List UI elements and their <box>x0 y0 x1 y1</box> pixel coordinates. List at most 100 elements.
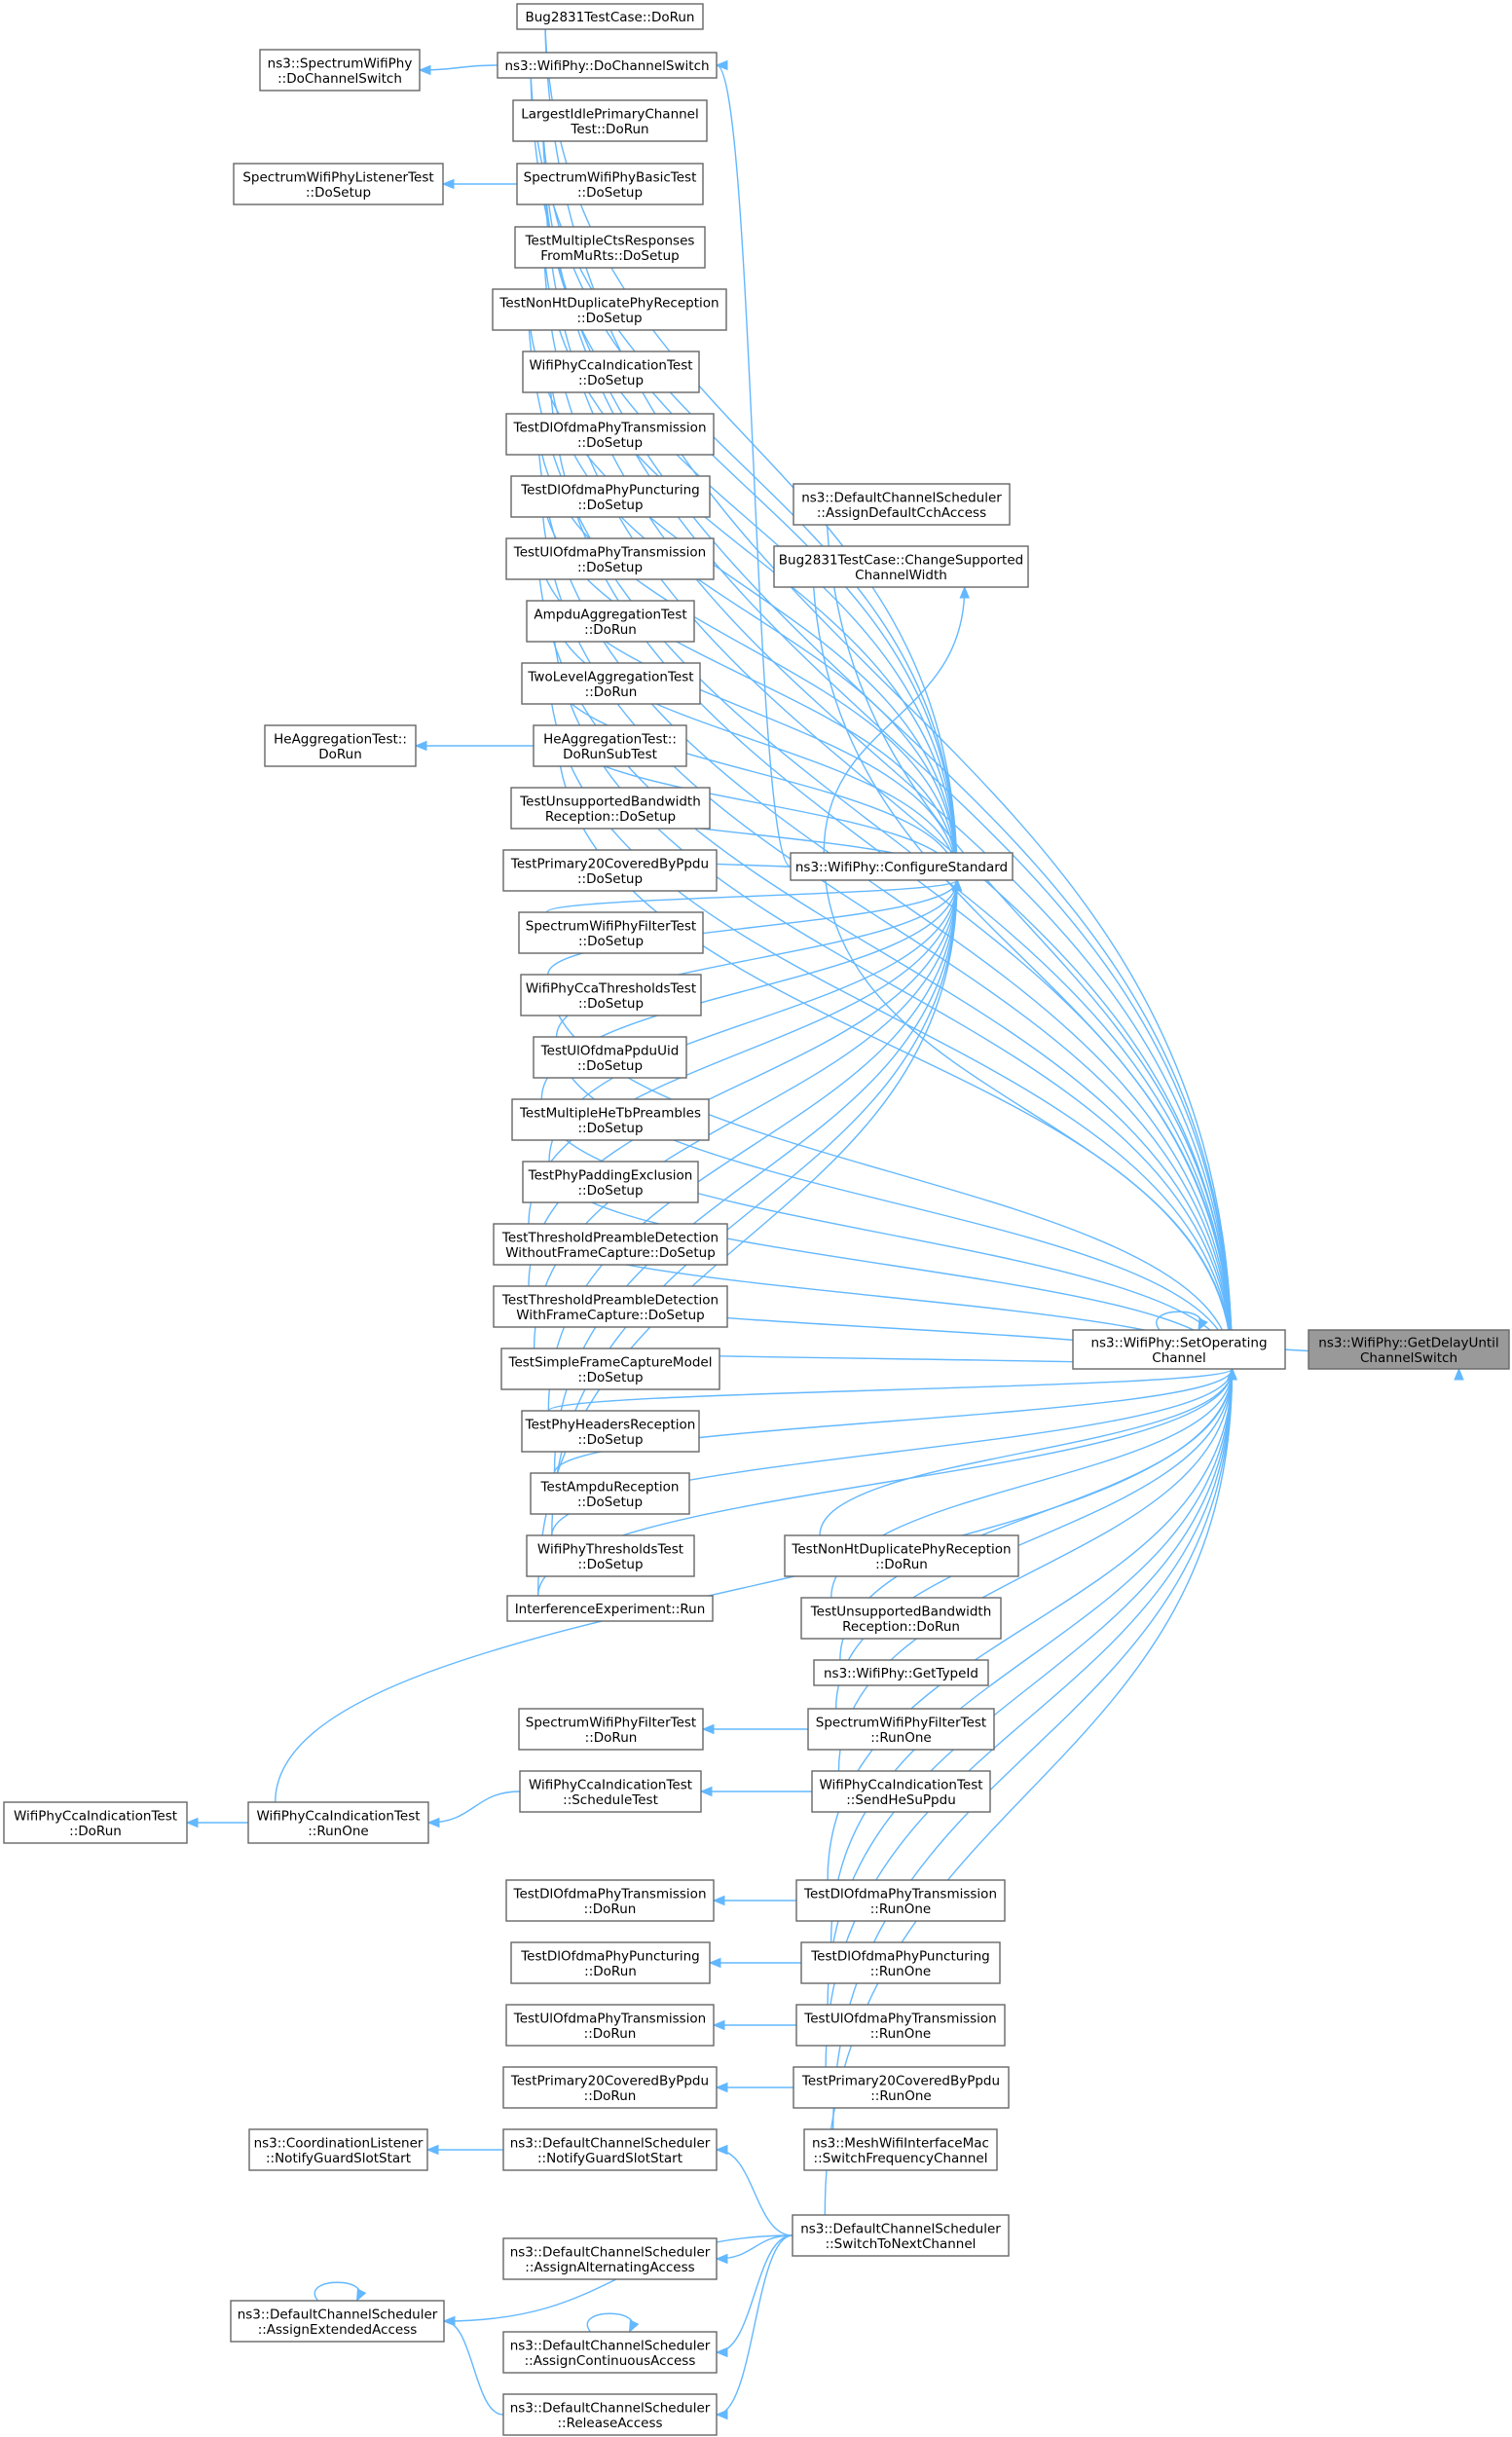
node-spec-dochsw[interactable]: ns3::SpectrumWifiPhy::DoChannelSwitch <box>259 49 421 92</box>
node-ultx-runone[interactable]: TestUlOfdmaPhyTransmission::RunOne <box>795 2004 1006 2047</box>
node-label: HeAggregationTest:: <box>274 731 407 747</box>
node-dcs-cont[interactable]: ns3::DefaultChannelScheduler::AssignCont… <box>502 2331 718 2374</box>
node-mesh-switch[interactable]: ns3::MeshWifiInterfaceMac::SwitchFrequen… <box>803 2128 998 2171</box>
node-specfilter-setup[interactable]: SpectrumWifiPhyFilterTest::DoSetup <box>518 911 704 954</box>
node-bug-run[interactable]: Bug2831TestCase::DoRun <box>516 3 704 30</box>
node-specfilter-runone[interactable]: SpectrumWifiPhyFilterTest::RunOne <box>807 1708 995 1751</box>
node-label: WifiPhyCcaThresholdsTest <box>526 980 696 996</box>
node-box <box>522 351 700 393</box>
node-label: ::AssignContinuousAccess <box>525 2353 696 2369</box>
node-label: ::DoRun <box>584 2026 637 2042</box>
node-gettypeid[interactable]: ns3::WifiPhy::GetTypeId <box>813 1659 989 1686</box>
node-label: WifiPhyCcaIndicationTest <box>529 1777 692 1792</box>
node-label: ns3::WifiPhy::DoChannelSwitch <box>504 58 709 74</box>
node-dltx-runone[interactable]: TestDlOfdmaPhyTransmission::RunOne <box>795 1879 1006 1922</box>
edge-arrowhead <box>951 878 963 892</box>
node-label: WifiPhyThresholdsTest <box>537 1541 683 1557</box>
edge-arrowhead <box>442 2315 456 2327</box>
edge-specfilter-runone-to-setop <box>834 1368 1234 1710</box>
node-simplecap-setup[interactable]: TestSimpleFrameCaptureModel::DoSetup <box>500 1348 720 1390</box>
node-config[interactable]: ns3::WifiPhy::ConfigureStandard <box>790 852 1014 881</box>
node-multicts[interactable]: TestMultipleCtsResponsesFromMuRts::DoSet… <box>514 226 706 269</box>
node-dlpunct-runone[interactable]: TestDlOfdmaPhyPuncturing::RunOne <box>800 1941 1001 1984</box>
node-speclistener[interactable]: SpectrumWifiPhyListenerTest::DoSetup <box>233 163 444 205</box>
node-dlpunct-setup[interactable]: TestDlOfdmaPhyPuncturing::DoSetup <box>510 475 711 518</box>
node-assigncch[interactable]: ns3::DefaultChannelScheduler::AssignDefa… <box>793 483 1011 526</box>
node-heagg-run[interactable]: HeAggregationTest::DoRun <box>264 724 417 767</box>
edge-thrwo-setup-to-config <box>528 879 958 1225</box>
node-cca-setup[interactable]: WifiPhyCcaIndicationTest::DoSetup <box>522 351 700 393</box>
node-box <box>497 52 718 79</box>
node-label: ns3::CoordinationListener <box>254 2135 424 2151</box>
node-dcs-ext[interactable]: ns3::DefaultChannelScheduler::AssignExte… <box>230 2300 445 2343</box>
node-label: WithFrameCapture::DoSetup <box>516 1308 704 1323</box>
node-headers-setup[interactable]: TestPhyHeadersReception::DoSetup <box>521 1410 700 1453</box>
node-cca-runone[interactable]: WifiPhyCcaIndicationTest::RunOne <box>247 1801 429 1844</box>
node-label: ns3::DefaultChannelScheduler <box>238 2307 438 2322</box>
node-cca-sendhe[interactable]: WifiPhyCcaIndicationTest::SendHeSuPpdu <box>811 1770 991 1813</box>
node-ulppdu-setup[interactable]: TestUlOfdmaPpduUid::DoSetup <box>533 1036 687 1079</box>
node-multihetb-setup[interactable]: TestMultipleHeTbPreambles::DoSetup <box>511 1098 710 1141</box>
node-padding-setup[interactable]: TestPhyPaddingExclusion::DoSetup <box>522 1161 699 1203</box>
edge-thresholds-setup-to-config <box>551 879 958 1536</box>
node-box <box>518 1708 704 1751</box>
node-thrw-setup[interactable]: TestThresholdPreambleDetectionWithFrameC… <box>493 1285 728 1328</box>
edge-arrowhead <box>426 1817 440 1828</box>
node-bug-change[interactable]: Bug2831TestCase::ChangeSupportedChannelW… <box>773 545 1029 588</box>
node-label: DoRunSubTest <box>563 747 657 762</box>
node-box <box>502 2393 718 2436</box>
node-label: ns3::DefaultChannelScheduler <box>801 490 1002 505</box>
node-unsupbw-setup[interactable]: TestUnsupportedBandwidthReception::DoSet… <box>510 787 711 830</box>
edge-dcs-cont-to-dcs-cont <box>586 2312 634 2333</box>
node-ccathr-setup[interactable]: WifiPhyCcaThresholdsTest::DoSetup <box>520 974 702 1016</box>
node-label: ns3::WifiPhy::GetDelayUntil <box>1318 1335 1498 1350</box>
node-cca-sched[interactable]: WifiPhyCcaIndicationTest::ScheduleTest <box>519 1770 702 1813</box>
node-ultx-setup[interactable]: TestUlOfdmaPhyTransmission::DoSetup <box>505 537 715 580</box>
node-nonht-setup[interactable]: TestNonHtDuplicatePhyReception::DoSetup <box>492 288 727 331</box>
edge-multihetb-setup-to-setop <box>540 1098 1234 1370</box>
node-box <box>516 163 704 205</box>
node-interf-run[interactable]: InterferenceExperiment::Run <box>506 1595 714 1622</box>
node-label: Reception::DoRun <box>842 1619 960 1635</box>
node-prim20-setup[interactable]: TestPrimary20CoveredByPpdu::DoSetup <box>502 849 718 892</box>
node-heagg-sub[interactable]: HeAggregationTest::DoRunSubTest <box>533 724 687 767</box>
node-label: ::AssignDefaultCchAccess <box>817 505 986 521</box>
node-label: ::NotifyGuardSlotStart <box>266 2151 411 2166</box>
node-thrwo-setup[interactable]: TestThresholdPreambleDetectionWithoutFra… <box>493 1223 728 1266</box>
node-prim20-run[interactable]: TestPrimary20CoveredByPpdu::DoRun <box>502 2066 718 2109</box>
node-box <box>230 2300 445 2343</box>
node-box <box>811 1770 991 1813</box>
node-dcs-guard[interactable]: ns3::DefaultChannelScheduler::NotifyGuar… <box>502 2128 718 2171</box>
node-specbasic[interactable]: SpectrumWifiPhyBasicTest::DoSetup <box>516 163 704 205</box>
node-specfilter-run[interactable]: SpectrumWifiPhyFilterTest::DoRun <box>518 1708 704 1751</box>
node-twolevel[interactable]: TwoLevelAggregationTest::DoRun <box>521 662 701 705</box>
node-label: Bug2831TestCase::ChangeSupported <box>779 552 1023 568</box>
node-coord-guard[interactable]: ns3::CoordinationListener::NotifyGuardSl… <box>248 2128 428 2171</box>
node-box <box>518 911 704 954</box>
node-dltx-setup[interactable]: TestDlOfdmaPhyTransmission::DoSetup <box>505 413 715 456</box>
node-ampdu-agg[interactable]: AmpduAggregationTest::DoRun <box>526 600 695 643</box>
node-dltx-run[interactable]: TestDlOfdmaPhyTransmission::DoRun <box>505 1879 715 1922</box>
node-nonht-run[interactable]: TestNonHtDuplicatePhyReception::DoRun <box>784 1534 1019 1577</box>
node-dcs-alt[interactable]: ns3::DefaultChannelScheduler::AssignAlte… <box>502 2237 718 2280</box>
node-dcs-switchnext[interactable]: ns3::DefaultChannelScheduler::SwitchToNe… <box>792 2214 1010 2257</box>
node-label: Bug2831TestCase::DoRun <box>525 10 694 25</box>
node-thresholds-setup[interactable]: WifiPhyThresholdsTest::DoSetup <box>526 1534 695 1577</box>
node-cca-dorun[interactable]: WifiPhyCcaIndicationTest::DoRun <box>3 1801 188 1844</box>
node-label: ::DoSetup <box>577 560 643 575</box>
node-dcs-release[interactable]: ns3::DefaultChannelScheduler::ReleaseAcc… <box>502 2393 718 2436</box>
edge-arrowhead <box>355 2288 367 2303</box>
node-ultx-run[interactable]: TestUlOfdmaPhyTransmission::DoRun <box>505 2004 715 2047</box>
node-dlpunct-run[interactable]: TestDlOfdmaPhyPuncturing::DoRun <box>510 1941 711 1984</box>
node-label: ::DoRun <box>585 684 638 700</box>
node-prim20-runone[interactable]: TestPrimary20CoveredByPpdu::RunOne <box>793 2066 1010 2109</box>
node-box <box>502 849 718 892</box>
node-label: ::AssignExtendedAccess <box>258 2322 418 2338</box>
node-ampdurx-setup[interactable]: TestAmpduReception::DoSetup <box>530 1472 690 1515</box>
node-dochsw[interactable]: ns3::WifiPhy::DoChannelSwitch <box>497 52 718 79</box>
